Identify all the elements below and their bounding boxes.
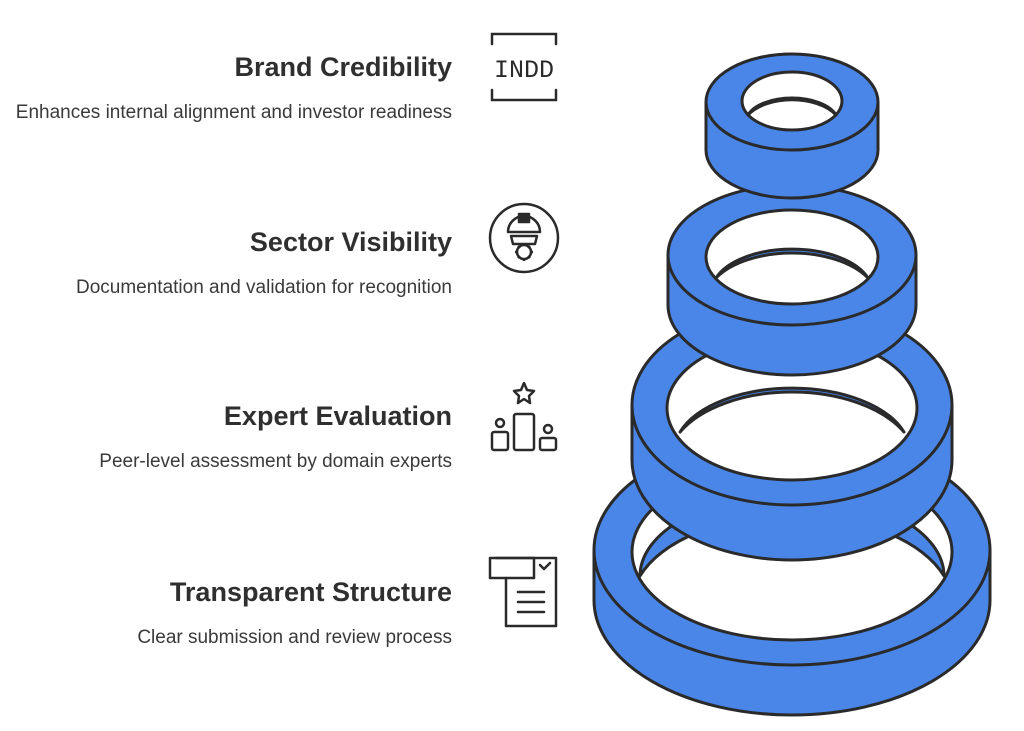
item-sector-visibility: Sector Visibility Documentation and vali… <box>12 225 452 301</box>
item-description: Peer-level assessment by domain experts <box>99 451 452 472</box>
indd-file-icon: INDD <box>486 30 562 106</box>
item-title: Brand Credibility <box>234 52 452 82</box>
item-title: Sector Visibility <box>249 227 452 257</box>
item-description: Enhances internal alignment and investor… <box>15 102 452 123</box>
item-transparent-structure: Transparent Structure Clear submission a… <box>12 575 452 651</box>
item-expert-evaluation: Expert Evaluation Peer-level assessment … <box>12 399 452 475</box>
checklist-document-icon <box>486 556 562 632</box>
item-brand-credibility: Brand Credibility Enhances internal alig… <box>12 50 452 126</box>
podium-star-icon <box>486 380 562 456</box>
worker-gear-icon <box>486 200 562 276</box>
item-title: Expert Evaluation <box>223 401 452 431</box>
item-title: Transparent Structure <box>169 577 452 607</box>
ring-1 <box>704 52 880 200</box>
item-description: Documentation and validation for recogni… <box>75 277 452 298</box>
item-description: Clear submission and review process <box>137 627 452 648</box>
ring-2 <box>666 183 918 377</box>
indd-icon-label: INDD <box>494 56 554 85</box>
